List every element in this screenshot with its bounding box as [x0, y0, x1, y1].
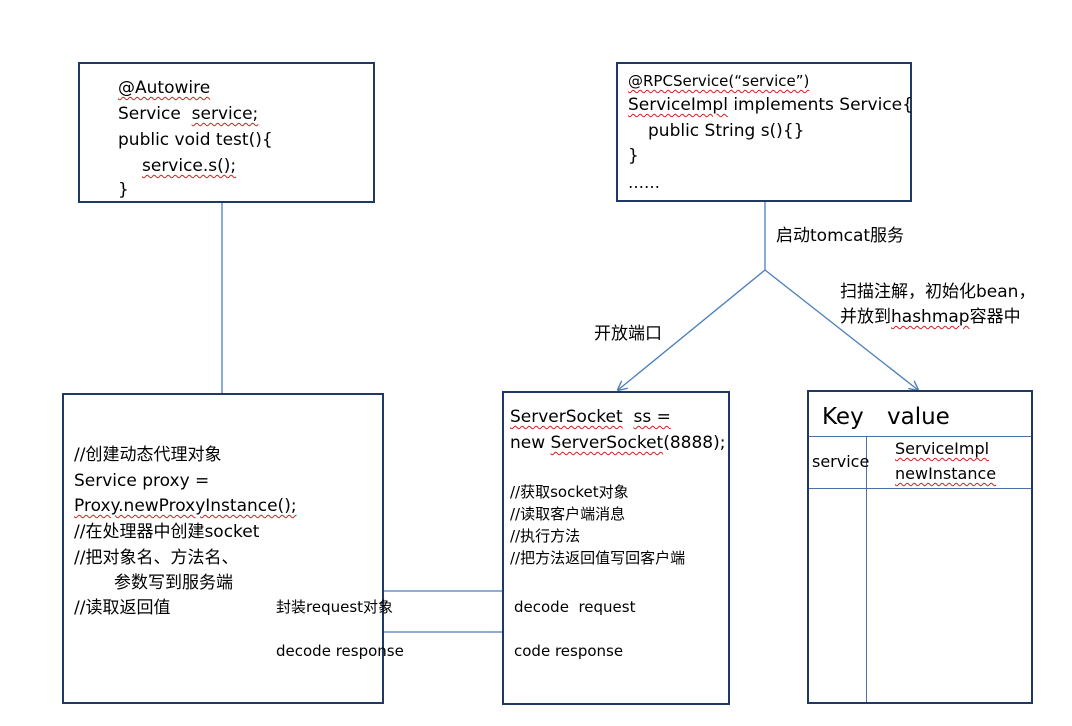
code-line: ServiceImpl implements Service{ — [628, 95, 913, 115]
code-line: service.s(); — [142, 156, 237, 176]
code-line: new ServerSocket(8888); — [510, 433, 726, 453]
client-code-box: @Autowire Service service; public void t… — [78, 62, 375, 203]
code-line: } — [628, 146, 639, 166]
code-line: …… — [628, 173, 660, 192]
row-value-line: ServiceImpl — [895, 439, 990, 458]
code-line: //在处理器中创建socket — [74, 522, 260, 542]
start-tomcat-label: 启动tomcat服务 — [776, 226, 905, 246]
code-line: public String s(){} — [648, 121, 805, 141]
key-header: Key — [822, 404, 864, 430]
code-line: @Autowire — [118, 78, 211, 98]
column-divider — [866, 436, 867, 702]
value-header: value — [887, 404, 950, 430]
comment-line: //读取客户端消息 — [510, 505, 626, 523]
row-key-cell: service — [812, 452, 870, 471]
response-left-label: decode response — [276, 642, 404, 660]
row-value-line: newInstance — [895, 464, 997, 483]
client-proxy-box: //创建动态代理对象 Service proxy = Proxy.newProx… — [62, 393, 384, 704]
code-line: ServerSocket ss = — [510, 407, 671, 427]
comment-line: //执行方法 — [510, 527, 581, 545]
code-line: 参数写到服务端 — [114, 573, 233, 593]
open-port-label: 开放端口 — [594, 324, 662, 344]
code-line: //把对象名、方法名、 — [74, 548, 239, 568]
code-line: Service service; — [118, 104, 259, 124]
fork-to-server-arrow — [618, 269, 766, 390]
put-into-hashmap-label: 并放到hashmap容器中 — [840, 307, 1021, 327]
fork-to-map-arrow — [764, 269, 918, 390]
request-right-label: decode request — [514, 598, 636, 616]
scan-annotation-label: 扫描注解，初始化bean， — [840, 282, 1036, 302]
provider-code-box: @RPCService(“service”) ServiceImpl imple… — [616, 62, 913, 202]
server-socket-box: ServerSocket ss = new ServerSocket(8888)… — [502, 391, 730, 705]
code-line: @RPCService(“service”) — [628, 72, 810, 90]
code-line: //创建动态代理对象 — [74, 445, 222, 465]
code-line: //读取返回值 — [74, 598, 171, 618]
hashmap-table-box: Key value service ServiceImpl newInstanc… — [807, 390, 1033, 704]
comment-line: //把方法返回值写回客户端 — [510, 549, 686, 567]
response-right-label: code response — [514, 642, 624, 660]
code-line: Proxy.newProxyInstance(); — [74, 496, 297, 516]
request-left-label: 封装request对象 — [276, 598, 394, 616]
header-divider — [809, 436, 1031, 437]
comment-line: //获取socket对象 — [510, 483, 629, 501]
code-line: } — [118, 180, 129, 200]
code-line: public void test(){ — [118, 130, 273, 150]
code-line: Service proxy = — [74, 471, 210, 491]
row-divider — [809, 488, 1031, 489]
